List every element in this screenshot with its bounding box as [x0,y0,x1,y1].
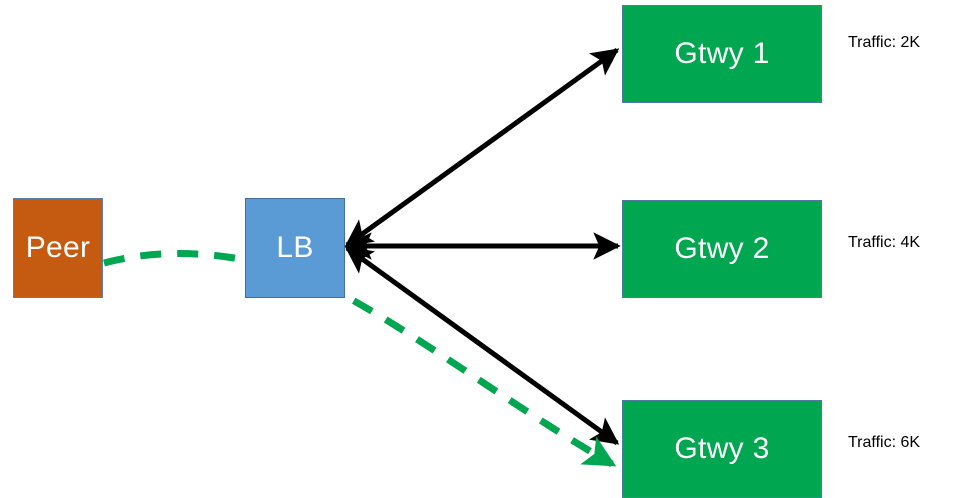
edge-lb-gtwy3 [344,245,620,446]
node-peer[interactable]: Peer [13,198,103,298]
node-gtwy-2[interactable]: Gtwy 2 [622,200,822,298]
node-gtwy-2-label: Gtwy 2 [674,232,770,265]
node-gtwy-3[interactable]: Gtwy 3 [622,400,822,498]
node-gtwy-1[interactable]: Gtwy 1 [622,5,822,103]
traffic-label-gtwy-3: Traffic: 6K [848,434,921,451]
node-lb[interactable]: LB [245,198,345,298]
node-lb-label: LB [276,231,314,264]
edge-peer-gtwy3 [103,250,617,468]
node-gtwy-3-label: Gtwy 3 [674,432,770,465]
traffic-label-gtwy-1: Traffic: 2K [848,34,921,51]
node-gtwy-1-label: Gtwy 1 [674,37,770,70]
traffic-label-gtwy-2: Traffic: 4K [848,234,921,251]
edge-lb-gtwy1 [344,47,620,248]
node-peer-label: Peer [25,231,91,264]
